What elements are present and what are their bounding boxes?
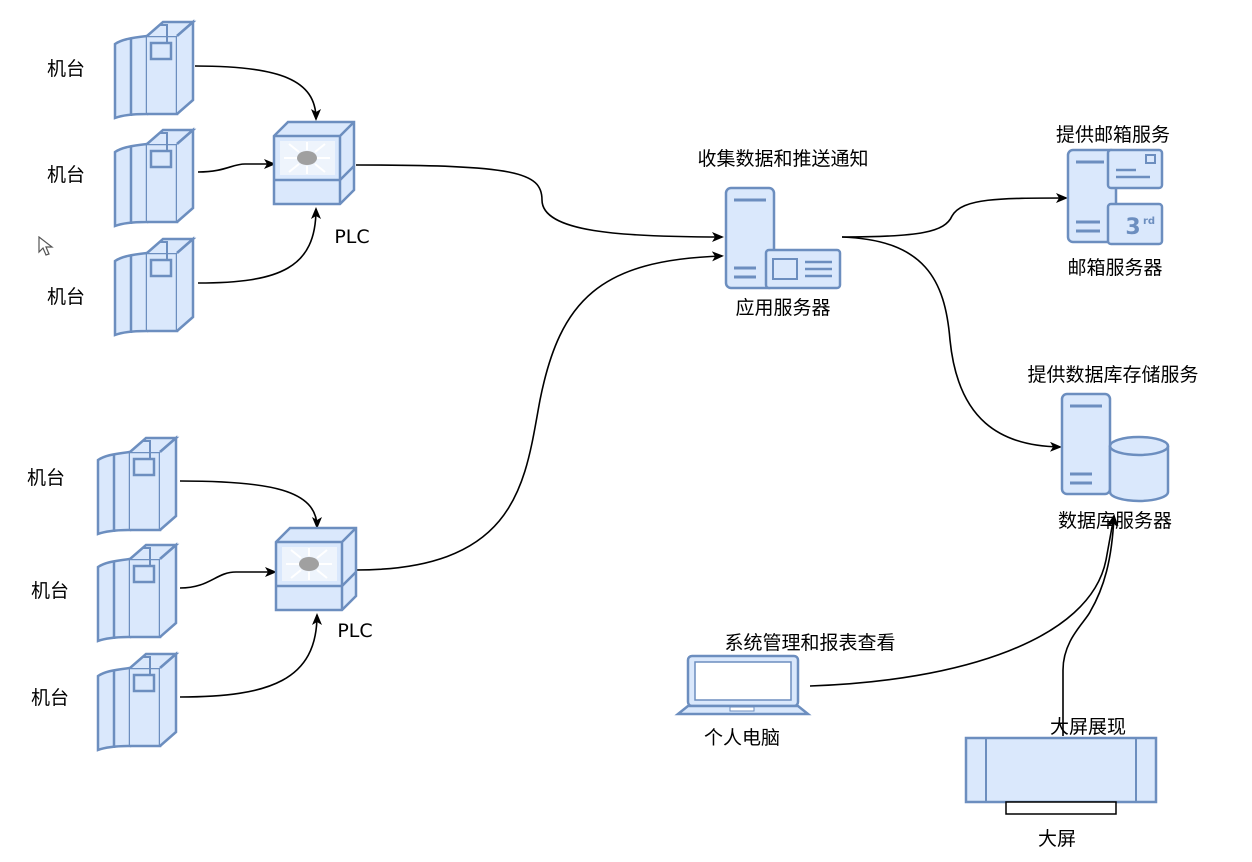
machine-cabinet-icon xyxy=(113,128,195,228)
mail-server-label: 邮箱服务器 xyxy=(1067,257,1162,279)
large-display-icon xyxy=(964,736,1158,815)
app-server: 收集数据和推送通知 应用服务器 xyxy=(697,148,868,319)
plc-1: PLC xyxy=(272,120,370,248)
edge-m5-plc2 xyxy=(179,567,277,589)
network-switch-icon xyxy=(274,526,358,612)
plc-1-label: PLC xyxy=(334,226,369,248)
machine-5: 机台 xyxy=(31,543,178,643)
edge-m4-plc2 xyxy=(179,480,322,529)
mail-server-caption: 提供邮箱服务 xyxy=(1056,124,1170,146)
db-server-label: 数据库服务器 xyxy=(1058,510,1172,532)
database-server: 提供数据库存储服务 数据库服务器 xyxy=(1027,364,1198,532)
screen-caption: 大屏展现 xyxy=(1050,716,1126,738)
edge-m2-plc1 xyxy=(197,159,276,173)
mail-server-icon: 3 rd xyxy=(1066,148,1164,246)
svg-text:3: 3 xyxy=(1125,215,1140,240)
machine-3-label: 机台 xyxy=(47,286,85,308)
machine-2: 机台 xyxy=(47,128,195,228)
db-server-caption: 提供数据库存储服务 xyxy=(1027,364,1198,386)
machine-6-label: 机台 xyxy=(31,687,69,709)
machine-1-label: 机台 xyxy=(47,58,85,80)
pc-label: 个人电脑 xyxy=(704,727,780,749)
edge-plc2-app xyxy=(355,251,724,571)
application-server-icon xyxy=(724,186,842,290)
machine-cabinet-icon xyxy=(96,543,178,643)
machine-5-label: 机台 xyxy=(31,580,69,602)
mouse-pointer-icon xyxy=(38,236,54,256)
svg-text:rd: rd xyxy=(1143,216,1155,227)
plc-2-label: PLC xyxy=(337,620,372,642)
edge-m6-plc2 xyxy=(179,613,322,698)
machine-3: 机台 xyxy=(47,237,195,337)
screen-label: 大屏 xyxy=(1038,828,1076,850)
pc-caption: 系统管理和报表查看 xyxy=(724,632,895,654)
machine-4: 机台 xyxy=(27,436,178,536)
laptop-icon xyxy=(674,654,812,716)
edge-plc1-app xyxy=(355,164,724,242)
machine-cabinet-icon xyxy=(96,652,178,752)
database-server-icon xyxy=(1060,392,1170,503)
edge-screen-db xyxy=(1062,514,1119,736)
machine-cabinet-icon xyxy=(96,436,178,536)
mail-server: 提供邮箱服务 3 rd 邮箱服务器 xyxy=(1056,124,1170,279)
large-screen: 大屏展现 大屏 xyxy=(964,716,1158,850)
machine-4-label: 机台 xyxy=(27,467,65,489)
app-server-caption: 收集数据和推送通知 xyxy=(697,148,868,170)
personal-computer: 系统管理和报表查看 个人电脑 xyxy=(674,632,896,749)
machine-1: 机台 xyxy=(47,20,195,120)
machine-cabinet-icon xyxy=(113,237,195,337)
edge-app-mail xyxy=(841,193,1068,238)
edge-app-db xyxy=(841,236,1062,452)
app-server-label: 应用服务器 xyxy=(735,297,830,319)
edge-m3-plc1 xyxy=(197,207,321,284)
machine-2-label: 机台 xyxy=(47,164,85,186)
network-switch-icon xyxy=(272,120,356,206)
machine-6: 机台 xyxy=(31,652,178,752)
edge-pc-db xyxy=(809,514,1118,687)
connectors xyxy=(179,65,1119,736)
plc-2: PLC xyxy=(274,526,373,642)
machine-cabinet-icon xyxy=(113,20,195,120)
edge-m1-plc1 xyxy=(194,65,321,121)
